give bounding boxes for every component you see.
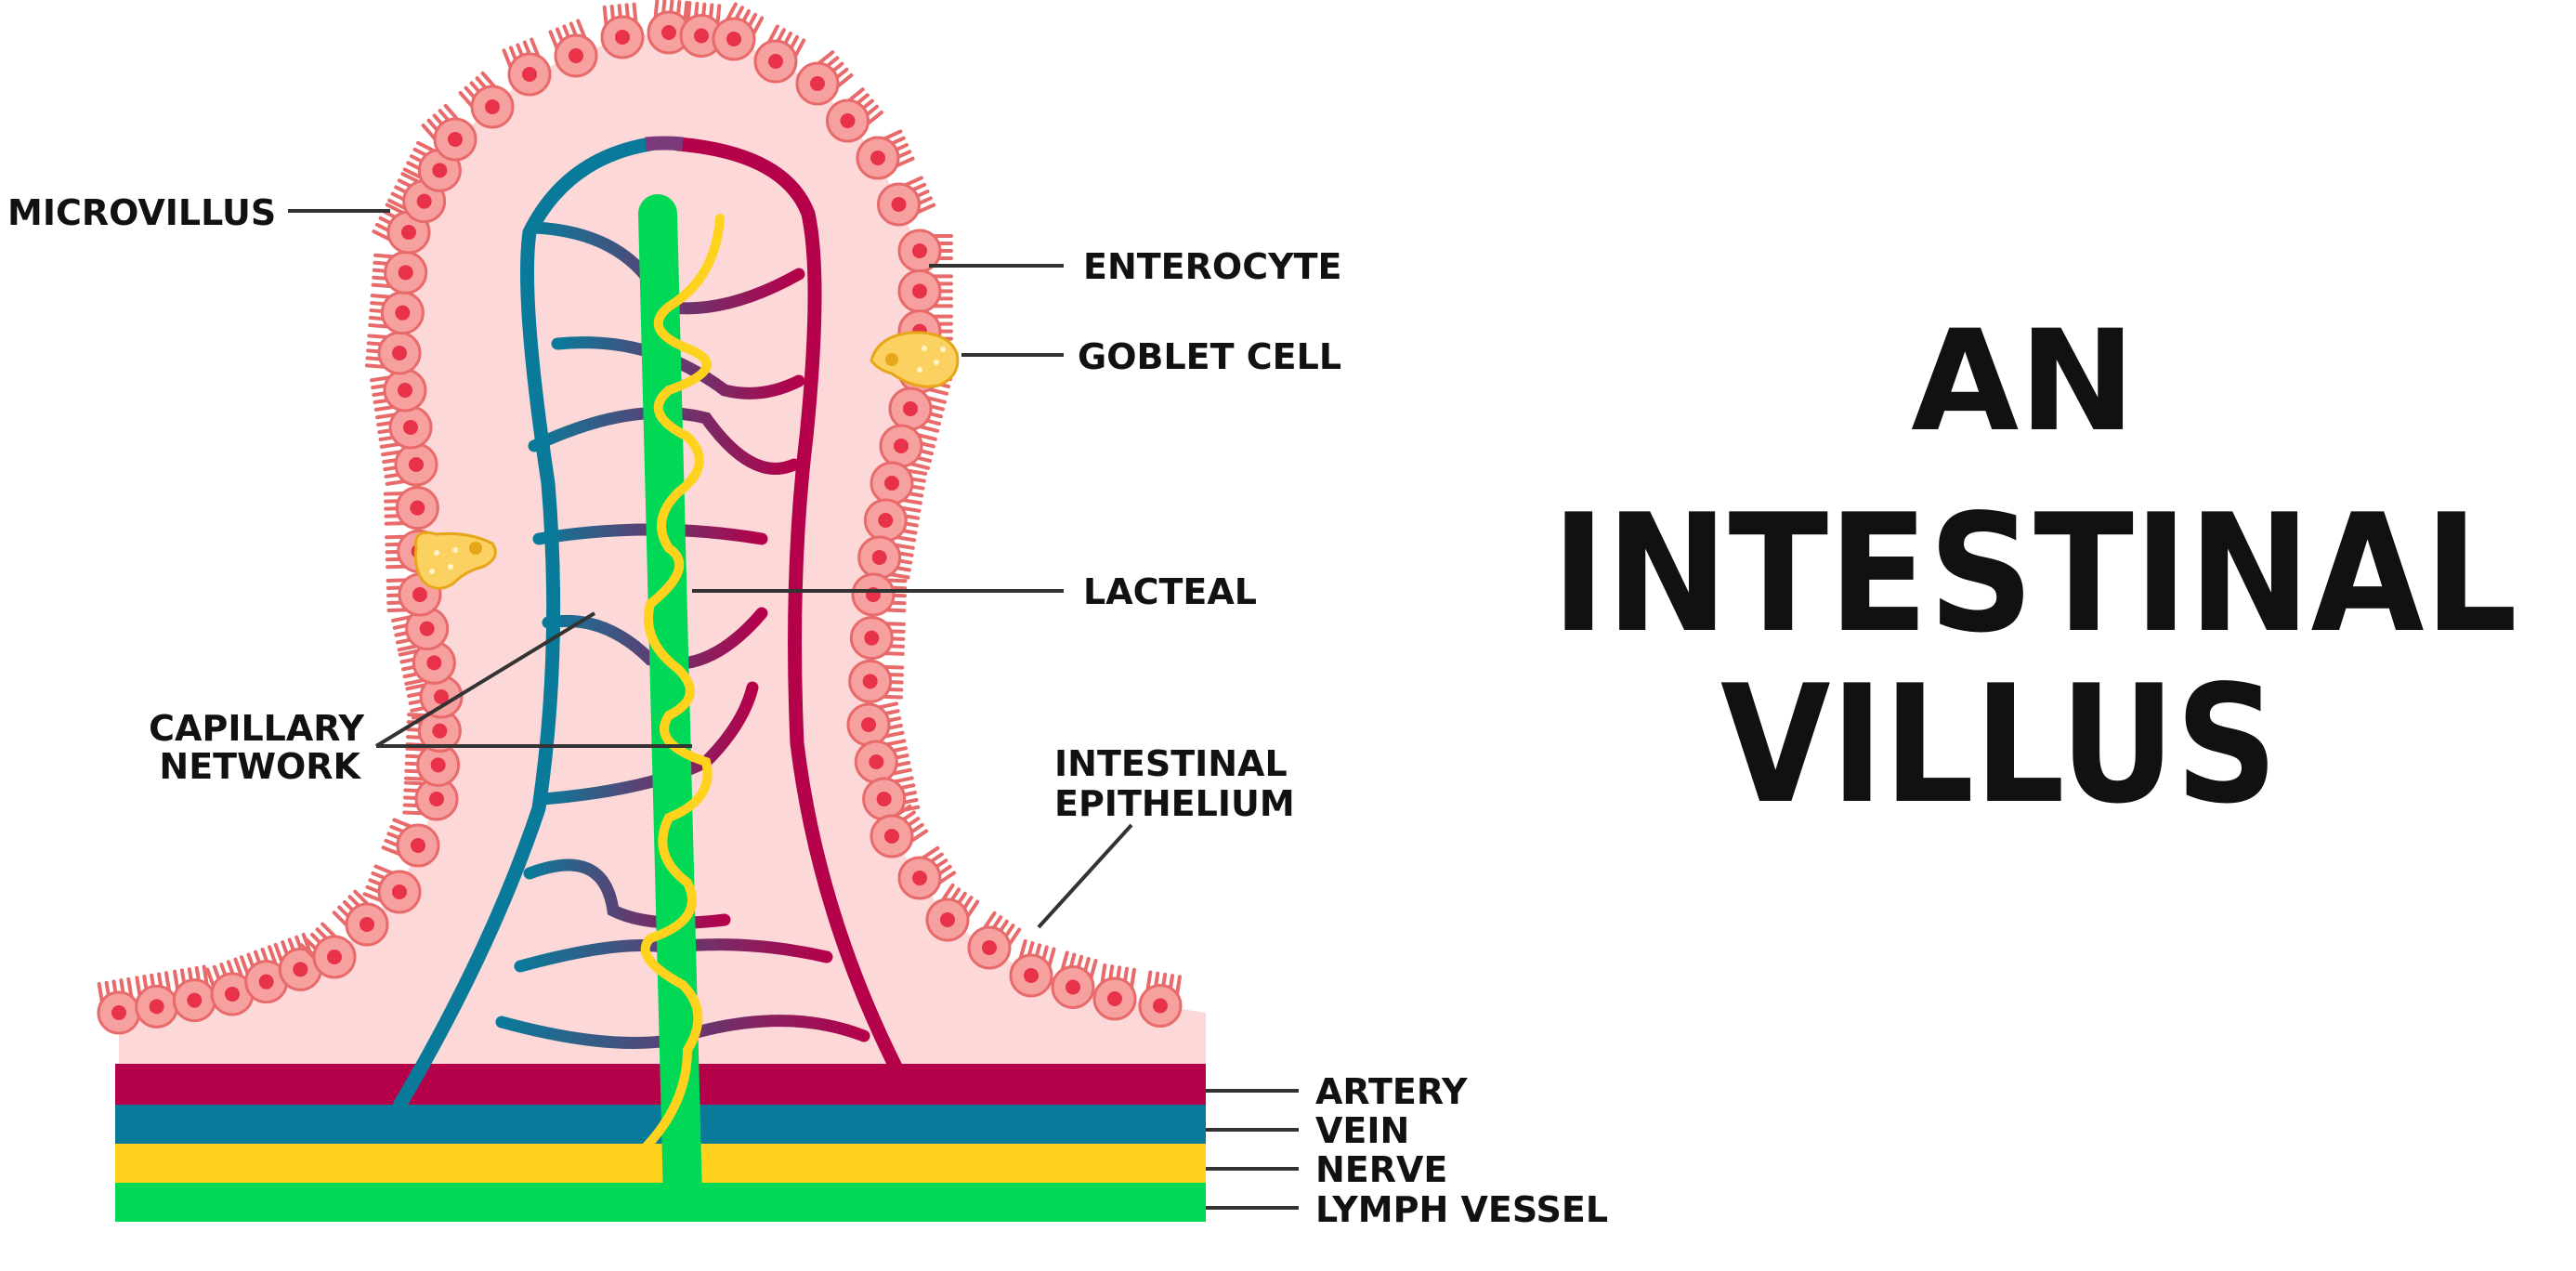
enterocyte-cell (846, 701, 905, 747)
enterocyte-cell (849, 616, 906, 661)
enterocyte-cell (403, 742, 461, 787)
enterocyte-cell (856, 129, 915, 180)
enterocyte-cell (826, 87, 883, 143)
enterocyte-cell (405, 709, 462, 753)
label-intestinal-epithelium-line2: EPITHELIUM (1054, 783, 1295, 824)
enterocyte-cell (421, 103, 477, 162)
enterocyte-cell (1009, 938, 1056, 998)
label-lacteal: LACTEAL (1083, 571, 1257, 612)
artery-vessel (671, 137, 904, 1076)
enterocyte-cell (1138, 970, 1183, 1028)
enterocyte-cell (362, 864, 422, 914)
enterocyte-cell (458, 71, 515, 129)
enterocyte-cell (712, 2, 765, 61)
label-goblet-cell: GOBLET CELL (1078, 336, 1341, 377)
title-line-2: INTESTINAL (1551, 480, 2517, 669)
enterocyte-cell (332, 889, 389, 947)
enterocyte-cell (897, 845, 957, 900)
enterocyte-cell (97, 976, 141, 1035)
goblet-cell-right (870, 331, 960, 388)
enterocyte-cell (967, 911, 1022, 970)
enterocyte-cell (370, 368, 427, 413)
goblet-cell-left (413, 531, 497, 590)
enterocyte-cell (600, 2, 645, 59)
label-lymph-vessel: LYMPH VESSEL (1315, 1189, 1608, 1230)
enterocyte-cell (381, 818, 440, 868)
nerve-layer (115, 1144, 1206, 1183)
lymph-vessel-layer (115, 1183, 1206, 1222)
enterocyte-cell (870, 804, 929, 858)
label-capillary-network-line2: NETWORK (159, 746, 361, 787)
label-capillary-network-line1: CAPILLARY (149, 708, 364, 749)
label-artery: ARTERY (1315, 1071, 1468, 1112)
enterocyte-cell (299, 922, 357, 979)
enterocyte-cell (753, 24, 806, 84)
enterocyte-cell (857, 535, 915, 580)
leader-lines (288, 209, 1299, 1210)
nerve-fiber (636, 214, 725, 1157)
enterocyte-cell (888, 387, 947, 433)
enterocyte-cell (383, 486, 439, 531)
enterocyte-cell (679, 1, 724, 58)
enterocyte-cell (135, 971, 179, 1029)
enterocyte-cell (502, 37, 552, 97)
enterocyte-cell (240, 945, 289, 1004)
enterocyte-cell (364, 331, 422, 375)
lacteal (638, 194, 702, 1218)
enterocyte-cell (795, 50, 854, 106)
label-intestinal-epithelium-line1: INTESTINAL (1054, 743, 1288, 784)
enterocyte-cell (405, 675, 464, 720)
enterocyte-cell (371, 250, 428, 295)
enterocyte-cell (375, 405, 433, 450)
enterocyte-cell (647, 0, 691, 55)
enterocyte-cell (870, 461, 928, 505)
vein-vessel (392, 137, 658, 1113)
enterocyte-cell (172, 964, 216, 1023)
enterocyte-cell (877, 176, 936, 227)
enterocyte-cell (854, 739, 912, 784)
enterocyte-cell (851, 572, 908, 617)
enterocyte-cell (368, 291, 425, 335)
title-line-1: AN (1911, 301, 2136, 463)
enterocyte-cell (1092, 963, 1137, 1021)
enterocyte-cell (381, 442, 438, 487)
label-microvillus: MICROVILLUS (7, 192, 276, 233)
label-enterocyte: ENTEROCYTE (1083, 246, 1342, 287)
enterocyte-cell (863, 498, 922, 543)
enterocyte-cell (548, 19, 598, 78)
label-nerve: NERVE (1315, 1149, 1447, 1190)
enterocyte-cell (1051, 950, 1098, 1009)
enterocyte-cell (273, 932, 322, 991)
enterocyte-cell (897, 269, 953, 313)
enterocyte-cell (848, 659, 905, 703)
intestinal-epithelium (97, 0, 1183, 1035)
title-line-3: VILLUS (1720, 651, 2278, 840)
label-vein: VEIN (1315, 1110, 1409, 1151)
enterocyte-cell (391, 607, 450, 652)
enterocyte-cell (925, 883, 980, 942)
